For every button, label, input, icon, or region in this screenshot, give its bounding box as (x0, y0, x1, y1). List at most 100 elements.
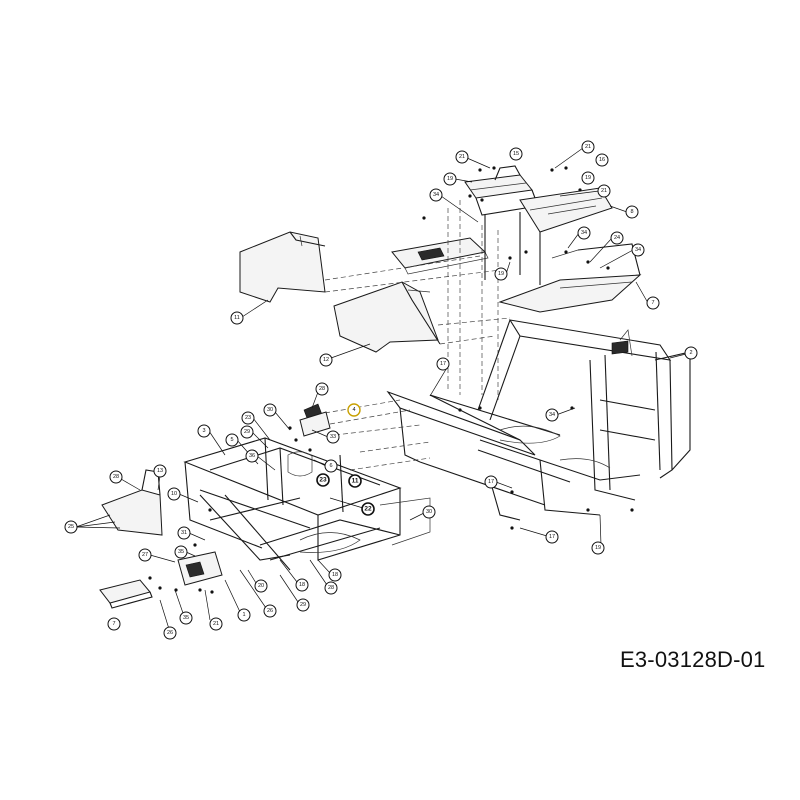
svg-text:7: 7 (651, 300, 654, 306)
part-callout: 21 (559, 184, 611, 198)
svg-text:1: 1 (242, 612, 245, 618)
svg-text:17: 17 (440, 361, 446, 367)
part-callout: 15 (509, 147, 523, 161)
part-callout: 19 (591, 514, 605, 555)
part-callout: 18 (279, 559, 309, 592)
part-callout: 28 (311, 382, 329, 409)
part-callout: 36 (245, 449, 276, 471)
part-callout: 6 (313, 459, 338, 473)
part-callout: 31 (177, 526, 206, 541)
part-callout: 16 (595, 153, 609, 167)
left-brackets (99, 469, 223, 609)
svg-text:18: 18 (299, 582, 305, 588)
part-callout: 7 (635, 281, 660, 310)
svg-text:21: 21 (459, 154, 465, 160)
svg-text:34: 34 (635, 247, 641, 253)
part-callout: 20 (247, 569, 268, 593)
svg-text:27: 27 (142, 552, 148, 558)
part-callout: 23 (316, 473, 330, 487)
part-callout: 18 (317, 559, 342, 582)
part-callout: 2 (669, 346, 698, 360)
svg-text:21: 21 (585, 144, 591, 150)
part-callout: 19 (581, 171, 595, 185)
part-callout: 1 (224, 579, 251, 622)
svg-text:33: 33 (330, 434, 336, 440)
svg-text:16: 16 (599, 157, 605, 163)
svg-text:30: 30 (267, 407, 273, 413)
drawing-id-label: E3-03128D-01 (620, 647, 766, 672)
part-callout: 17 (519, 527, 559, 544)
part-callout: 27 (138, 548, 176, 563)
part-callout: 29 (279, 574, 310, 612)
svg-text:28: 28 (113, 474, 119, 480)
part-callout: 21 (554, 140, 595, 169)
svg-text:26: 26 (267, 608, 273, 614)
part-callout: 22 (329, 497, 375, 516)
part-callout: 3 (197, 424, 226, 456)
rear-frame (386, 319, 691, 521)
svg-text:10: 10 (171, 491, 177, 497)
part-callout: 11 (348, 474, 362, 488)
part-callout: 21 (455, 150, 491, 169)
fastener-marks (148, 166, 634, 594)
part-callout: 26 (159, 599, 177, 640)
part-callout: 34 (567, 226, 591, 249)
bracket-12 (101, 489, 163, 536)
svg-text:21: 21 (601, 188, 607, 194)
part-callout: 4 (347, 403, 361, 417)
svg-text:17: 17 (549, 534, 555, 540)
part-callout: 35 (174, 589, 193, 625)
svg-text:24: 24 (614, 235, 620, 241)
part-callout: 11 (230, 299, 269, 325)
svg-text:30: 30 (426, 509, 432, 515)
svg-text:8: 8 (630, 209, 633, 215)
svg-text:11: 11 (234, 315, 240, 321)
part-callout: 28 (109, 470, 141, 491)
front-frame (183, 403, 431, 571)
svg-text:19: 19 (595, 545, 601, 551)
svg-text:5: 5 (230, 437, 233, 443)
part-callout: 28 (309, 559, 338, 595)
panel-13 (239, 231, 326, 303)
svg-text:22: 22 (364, 506, 372, 513)
part-callout: 34 (545, 407, 576, 422)
svg-text:23: 23 (245, 415, 251, 421)
svg-text:19: 19 (498, 271, 504, 277)
part-callout: 13 (153, 464, 167, 491)
svg-text:35: 35 (183, 615, 189, 621)
svg-text:15: 15 (513, 151, 519, 157)
svg-text:26: 26 (167, 630, 173, 636)
svg-text:11: 11 (352, 478, 359, 485)
svg-text:28: 28 (319, 386, 325, 392)
svg-text:4: 4 (352, 407, 355, 413)
svg-text:19: 19 (447, 176, 453, 182)
svg-text:7: 7 (112, 621, 115, 627)
svg-text:34: 34 (433, 192, 439, 198)
svg-text:23: 23 (319, 477, 327, 484)
svg-text:34: 34 (549, 412, 555, 418)
svg-text:18: 18 (332, 572, 338, 578)
part-callout: 35 (174, 545, 196, 559)
svg-text:35: 35 (178, 549, 184, 555)
part-callout: 30 (409, 505, 436, 521)
svg-text:3: 3 (202, 428, 205, 434)
part-callout: 17 (484, 475, 513, 489)
svg-text:29: 29 (300, 602, 306, 608)
svg-text:36: 36 (249, 453, 255, 459)
part-callout: 12 (319, 343, 371, 367)
part-callout: 26 (239, 569, 277, 618)
part-callout: 19 (494, 261, 511, 281)
part-callout: 33 (311, 429, 340, 444)
svg-text:25: 25 (68, 524, 74, 530)
svg-text:6: 6 (329, 463, 332, 469)
part-callout: 7 (107, 617, 121, 631)
svg-text:28: 28 (328, 585, 334, 591)
part-callout: 19 (443, 172, 473, 186)
part-callout: 10 (167, 487, 199, 503)
part-callout: 30 (263, 403, 291, 431)
svg-text:12: 12 (323, 357, 329, 363)
svg-text:29: 29 (244, 429, 250, 435)
part-callout: 34 (599, 243, 645, 269)
svg-text:34: 34 (581, 230, 587, 236)
